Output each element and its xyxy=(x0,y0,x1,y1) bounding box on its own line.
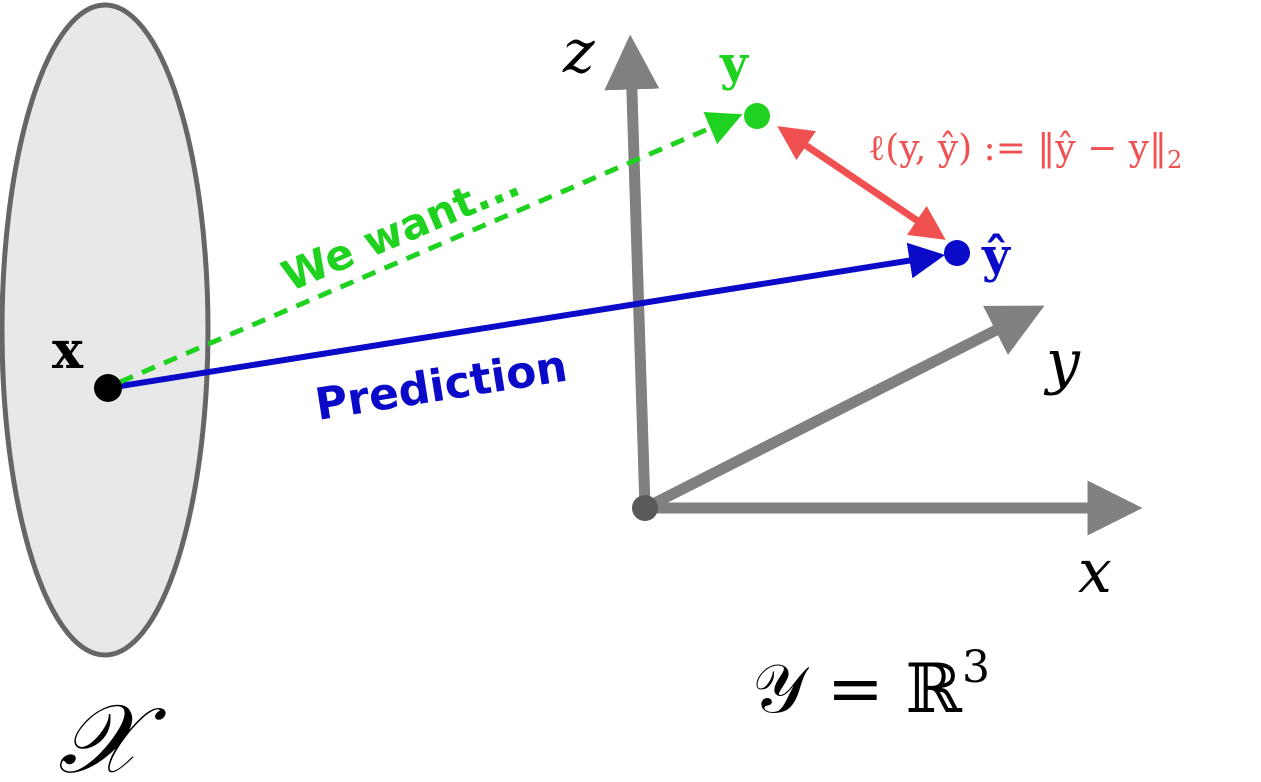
predicted-point-dot xyxy=(944,240,970,266)
loss-arrow xyxy=(777,126,946,240)
output-space-expression: 𝒴 = ℝ xyxy=(752,650,963,729)
input-space-ellipse xyxy=(0,2,211,658)
loss-subscript: 2 xyxy=(1167,146,1182,174)
loss-label: ℓ(y, ŷ) := ‖ŷ − y‖2 xyxy=(868,128,1182,174)
loss-expression: ℓ(y, ŷ) := ‖ŷ − y‖ xyxy=(868,128,1167,169)
input-point-label: x xyxy=(52,320,84,381)
input-point-dot xyxy=(94,374,122,402)
axis-z-line xyxy=(604,34,660,509)
axis-y-line xyxy=(642,305,1045,513)
axis-z-label: z xyxy=(562,17,595,87)
output-space-exponent: 3 xyxy=(962,642,990,693)
prediction-arrow xyxy=(107,242,946,391)
target-point-label: y xyxy=(719,36,750,92)
input-space-label: 𝒳 xyxy=(58,683,167,782)
output-space-label: 𝒴 = ℝ3 xyxy=(752,642,990,729)
origin-point xyxy=(632,495,658,521)
axis-y-label: y xyxy=(1043,327,1081,397)
we-want-arrow xyxy=(119,111,743,385)
axis-x-label: x xyxy=(1078,537,1112,607)
predicted-point-label: ŷ xyxy=(981,228,1012,284)
we-want-label: We want... xyxy=(275,157,527,301)
coordinate-axes xyxy=(604,34,1143,536)
prediction-label: Prediction xyxy=(312,341,571,431)
target-point-dot xyxy=(744,103,770,129)
